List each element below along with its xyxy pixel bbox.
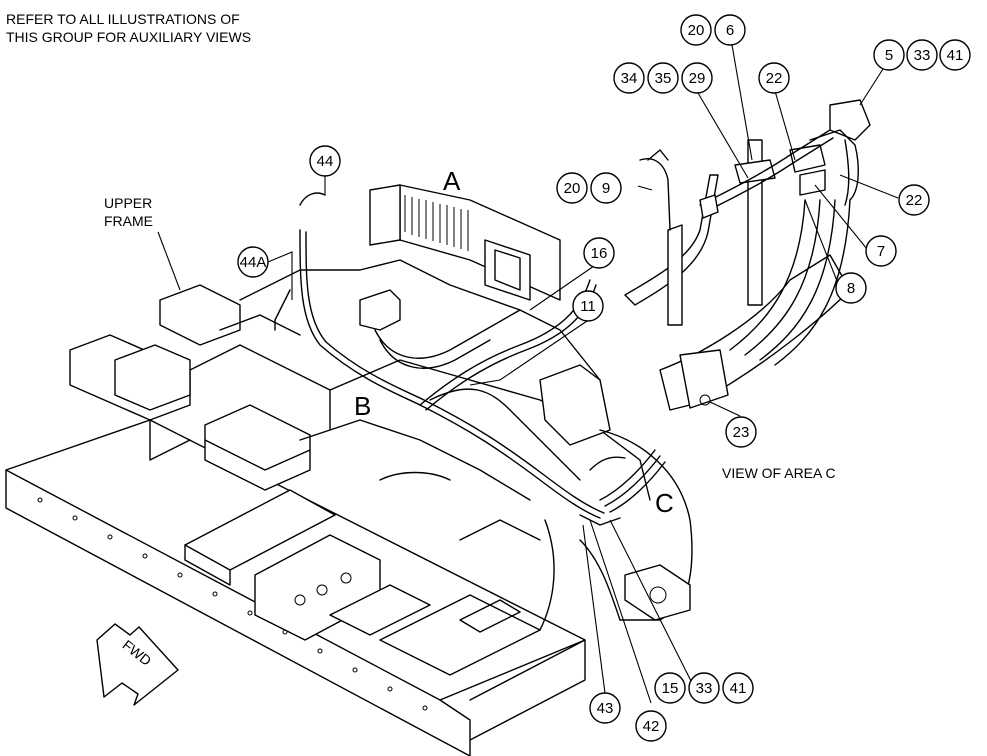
callout-8 bbox=[835, 272, 867, 304]
upper-frame-label-1: UPPER bbox=[104, 195, 152, 211]
callout-15 bbox=[654, 672, 686, 704]
callout-9 bbox=[590, 172, 622, 204]
callout-43 bbox=[589, 692, 621, 724]
area-c-detail-view bbox=[624, 99, 871, 411]
callout-35 bbox=[647, 62, 679, 94]
callout-41-bottom-text: 41 bbox=[730, 680, 747, 697]
callout-44a bbox=[237, 246, 269, 278]
callout-33-bottom bbox=[688, 672, 720, 704]
callout-22-right bbox=[898, 184, 930, 216]
area-label-b: B bbox=[354, 391, 371, 421]
callout-8-text: 8 bbox=[847, 280, 855, 297]
callout-43-text: 43 bbox=[597, 700, 614, 717]
upper-frame-drawing bbox=[5, 259, 693, 756]
view-of-area-c-label: VIEW OF AREA C bbox=[722, 465, 836, 481]
callout-11-text: 11 bbox=[580, 298, 596, 315]
callout-33-top bbox=[906, 39, 938, 71]
callout-41-top-text: 41 bbox=[947, 47, 964, 64]
callout-23 bbox=[725, 416, 757, 448]
upper-frame-leader bbox=[157, 231, 181, 291]
forward-arrow: FWD bbox=[96, 623, 179, 706]
callout-34 bbox=[613, 62, 645, 94]
callout-29 bbox=[681, 62, 713, 94]
callout-22-top bbox=[758, 62, 790, 94]
callout-42 bbox=[635, 710, 667, 742]
callout-44a-text: 44A bbox=[240, 254, 267, 271]
callout-9-text: 9 bbox=[602, 180, 610, 197]
callout-22-right-text: 22 bbox=[906, 192, 923, 209]
callout-23-text: 23 bbox=[733, 424, 750, 441]
callout-7-text: 7 bbox=[877, 243, 885, 260]
callout-44-text: 44 bbox=[317, 153, 334, 170]
callout-7 bbox=[865, 235, 897, 267]
callout-5 bbox=[873, 39, 905, 71]
callout-41-top bbox=[939, 39, 971, 71]
callout-41-bottom bbox=[722, 672, 754, 704]
area-label-a: A bbox=[443, 166, 461, 196]
callout-44 bbox=[309, 145, 341, 177]
callout-34-text: 34 bbox=[621, 70, 638, 87]
callout-6 bbox=[714, 14, 746, 46]
callout-16-text: 16 bbox=[591, 245, 608, 262]
area-label-c: C bbox=[655, 488, 674, 518]
callout-16 bbox=[583, 237, 615, 269]
callout-15-text: 15 bbox=[662, 680, 679, 697]
callout-20-top bbox=[680, 14, 712, 46]
callout-20-mid-text: 20 bbox=[564, 180, 581, 197]
callout-6-text: 6 bbox=[726, 22, 734, 39]
callout-22-top-text: 22 bbox=[766, 70, 783, 87]
note-line-1: REFER TO ALL ILLUSTRATIONS OF bbox=[6, 11, 240, 27]
callout-11 bbox=[572, 290, 604, 322]
callout-20-top-text: 20 bbox=[688, 22, 705, 39]
callout-33-bottom-text: 33 bbox=[696, 680, 713, 697]
callout-29-text: 29 bbox=[689, 70, 706, 87]
oil-cooler-drawing bbox=[359, 184, 561, 369]
callout-leaders bbox=[267, 44, 899, 704]
callout-5-text: 5 bbox=[885, 47, 893, 64]
callout-35-text: 35 bbox=[655, 70, 672, 87]
note-line-2: THIS GROUP FOR AUXILIARY VIEWS bbox=[6, 29, 251, 45]
upper-frame-label-2: FRAME bbox=[104, 213, 153, 229]
callout-33-top-text: 33 bbox=[914, 47, 931, 64]
callout-20-mid bbox=[556, 172, 588, 204]
callout-42-text: 42 bbox=[643, 718, 660, 735]
